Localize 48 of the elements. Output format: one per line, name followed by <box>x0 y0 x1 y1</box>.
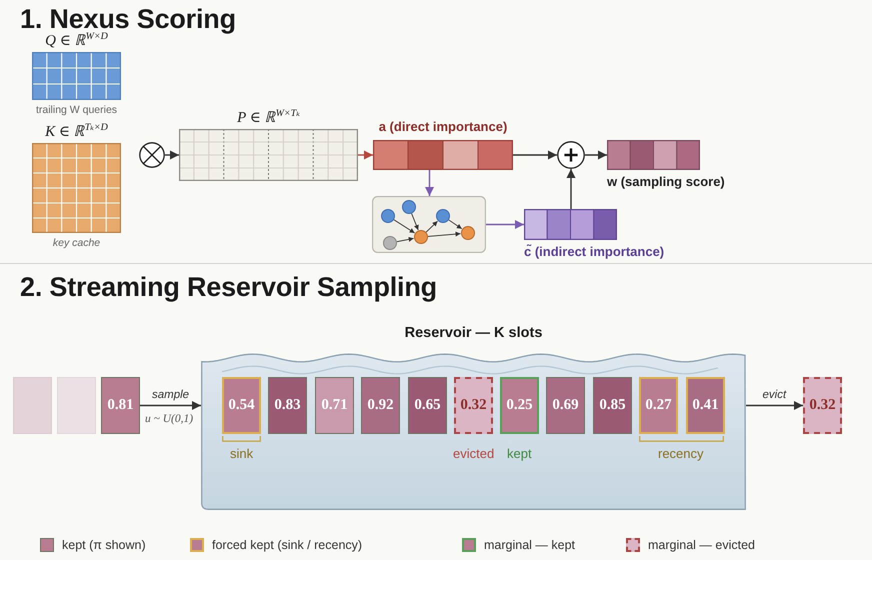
formula-label: u ~ U(0,1) <box>145 413 194 426</box>
arrow <box>566 169 576 209</box>
faded-tile <box>13 377 52 434</box>
legend-label: marginal — evicted <box>648 537 755 553</box>
score-tile: 0.85 <box>593 377 632 434</box>
arrow <box>140 401 201 410</box>
score-tile: 0.83 <box>268 377 307 434</box>
arrow <box>746 401 803 410</box>
score-tile: 0.92 <box>361 377 400 434</box>
bracket-label: recency <box>658 446 704 461</box>
legend-label: marginal — kept <box>484 537 576 553</box>
legend-label: kept (π shown) <box>62 537 146 553</box>
arrow <box>486 220 524 229</box>
arrow <box>358 150 373 160</box>
section-heading: 2. Streaming Reservoir Sampling <box>20 272 437 303</box>
arrow <box>165 150 179 160</box>
slot-caption: evicted <box>453 446 494 461</box>
arrow <box>585 150 607 160</box>
vector-label: a (direct importance) <box>378 119 508 135</box>
matrix-caption: trailing W queries <box>34 104 118 117</box>
faded-tile <box>57 377 96 434</box>
score-tile: 0.71 <box>315 377 354 434</box>
score-tile: 0.32 <box>454 377 493 434</box>
score-tile: 0.65 <box>408 377 447 434</box>
score-tile: 0.41 <box>686 377 725 434</box>
score-tile: 0.54 <box>222 377 261 434</box>
score-tile: 0.69 <box>546 377 585 434</box>
slot-caption: kept <box>507 446 532 461</box>
score-tile: 0.25 <box>500 377 539 434</box>
legend-label: forced kept (sink / recency) <box>212 537 362 553</box>
multiply-icon <box>139 142 165 168</box>
graph-drawing <box>372 196 486 253</box>
arrow <box>513 150 557 160</box>
score-tile: 0.27 <box>639 377 678 434</box>
vector-label: c̃ (indirect importance) <box>524 244 664 260</box>
vector-label: w (sampling score) <box>607 174 725 190</box>
matrix-label: P ∈ ℝ$^{W×Tₖ}$ <box>236 110 301 126</box>
score-tile: 0.32 <box>803 377 842 434</box>
matrix-label: K ∈ ℝ$^{Tₖ×D}$ <box>44 124 109 140</box>
matrix-caption: key cache <box>52 237 102 250</box>
reservoir-heading: Reservoir — K slots <box>404 324 544 342</box>
matrix-label: Q ∈ ℝ$^{W×D}$ <box>44 33 109 49</box>
score-tile: 0.81 <box>101 377 140 434</box>
section-heading: 1. Nexus Scoring <box>20 4 236 34</box>
plus-icon <box>557 141 585 169</box>
arrow <box>425 170 434 196</box>
slot-caption: sink <box>230 446 254 461</box>
edge-label: sample <box>150 388 192 402</box>
